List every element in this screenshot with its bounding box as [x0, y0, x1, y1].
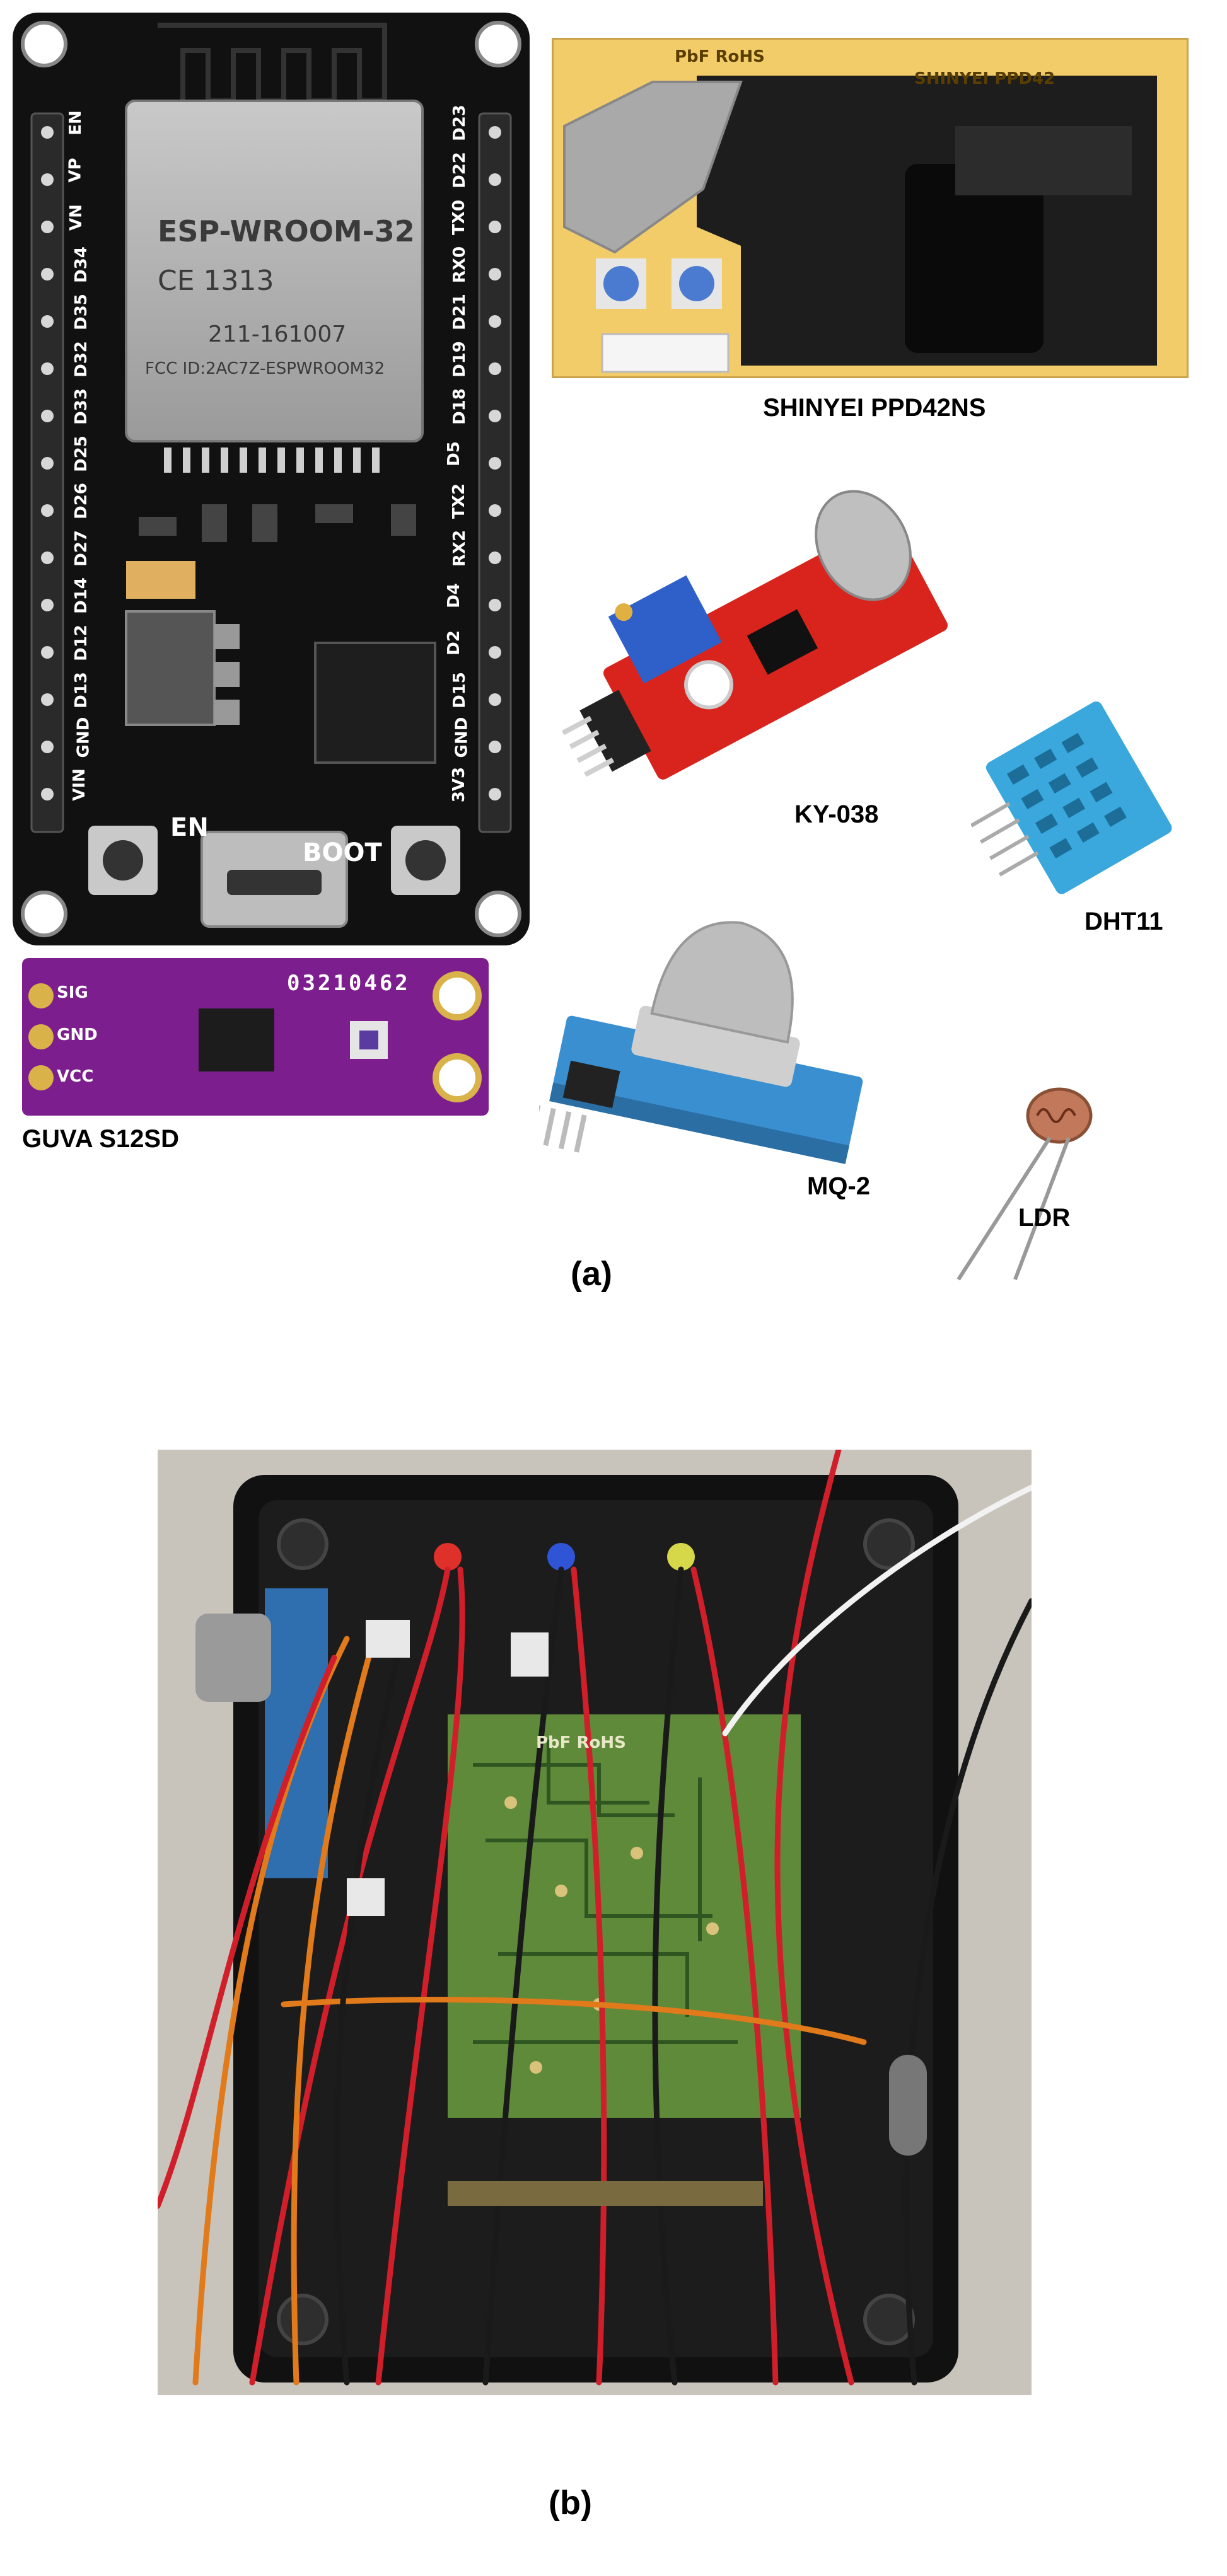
pin-label: VIN	[69, 768, 89, 801]
ldr-label: LDR	[1018, 1204, 1071, 1232]
pin-label: D18	[450, 388, 469, 425]
mq2-sensor-image	[539, 921, 863, 1164]
pin-label: D21	[450, 294, 469, 330]
guva-pin-sig: SIG	[57, 983, 88, 1002]
mq2-label: MQ-2	[807, 1172, 870, 1200]
ppd42-sensor-image	[552, 38, 1189, 378]
pin-label: VP	[66, 158, 85, 183]
pin-label: TX0	[449, 200, 468, 235]
pin-label: GND	[74, 717, 93, 758]
ldr-sensor-image	[957, 1087, 1093, 1281]
esp32-right-pin-labels: D23 D22 TX0 RX0 D21 D19 D18 D5 TX2 RX2 D…	[441, 105, 472, 802]
pin-label: RX2	[450, 529, 470, 567]
pin-label: D32	[71, 341, 91, 378]
pin-label: D19	[450, 341, 469, 378]
pin-label: EN	[66, 110, 85, 136]
esp32-id-text: 211-161007	[208, 321, 347, 347]
dht11-sensor-image	[971, 701, 1172, 894]
pin-label: D2	[444, 630, 463, 656]
guva-sensor-image	[22, 958, 489, 1116]
pin-label: RX0	[450, 246, 470, 284]
guva-pin-vcc: VCC	[57, 1067, 94, 1086]
pin-label: D33	[71, 388, 91, 425]
esp32-ce-text: CE 1313	[158, 265, 274, 297]
ppd42-label: SHINYEI PPD42NS	[763, 394, 986, 422]
pin-label: D26	[71, 483, 91, 519]
pin-label: D23	[450, 105, 469, 141]
esp32-boot-label: BOOT	[303, 838, 382, 867]
assembled-device-photo	[158, 1450, 1032, 2395]
pin-label: GND	[452, 717, 472, 758]
esp32-board	[13, 13, 530, 945]
esp32-left-pin-labels: EN VP VN D34 D35 D32 D33 D25 D26 D27 D14…	[63, 110, 93, 801]
pin-label: D27	[71, 530, 91, 567]
panel-b-caption: (b)	[549, 2484, 592, 2522]
dht11-label: DHT11	[1085, 908, 1163, 935]
esp32-module-text: ESP-WROOM-32	[158, 214, 415, 248]
pin-label: D14	[71, 577, 91, 614]
pin-label: D12	[71, 625, 91, 661]
pin-label: D15	[450, 672, 469, 708]
pin-label: D4	[444, 583, 463, 608]
pin-label: VN	[66, 204, 86, 231]
pin-label: D5	[444, 441, 463, 466]
pin-label: 3V3	[450, 766, 469, 803]
guva-board-number: 03210462	[287, 971, 410, 996]
pin-label: D13	[71, 672, 91, 708]
panel-a-caption: (a)	[571, 1255, 612, 1293]
pin-label: D22	[450, 152, 469, 188]
pin-label: D35	[71, 294, 91, 330]
pin-label: D25	[71, 436, 91, 472]
guva-label: GUVA S12SD	[22, 1125, 179, 1153]
guva-pin-gnd: GND	[57, 1025, 98, 1044]
esp32-fcc-text: FCC ID:2AC7Z-ESPWROOM32	[145, 359, 385, 378]
panel-b-board-text: PbF RoHS	[536, 1733, 626, 1752]
ky038-sensor-image	[562, 490, 948, 780]
ky038-label: KY-038	[794, 800, 879, 828]
esp32-en-label: EN	[170, 813, 209, 842]
ppd42-board-text-1: PbF RoHS	[675, 47, 765, 66]
ppd42-board-text-2: SHINYEI PPD42	[914, 69, 1055, 88]
pin-label: D34	[71, 246, 91, 283]
pin-label: TX2	[449, 483, 468, 519]
